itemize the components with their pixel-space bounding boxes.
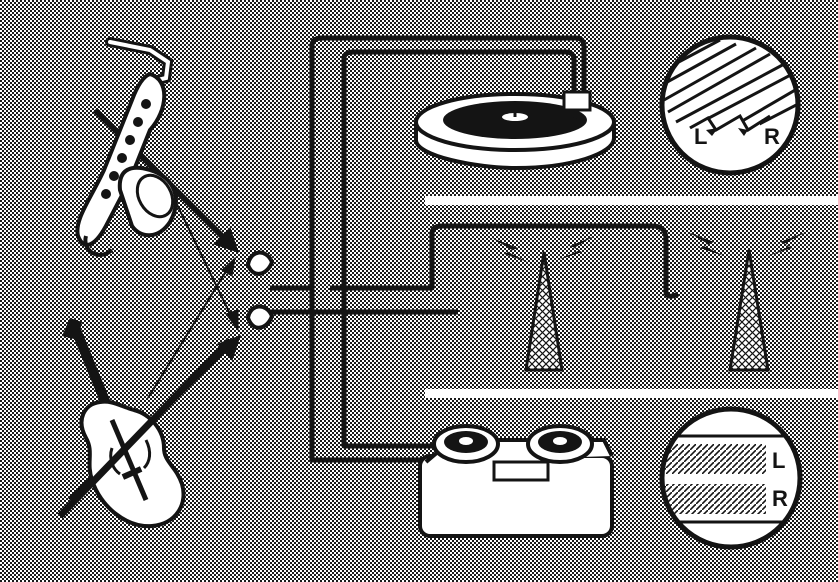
tape-right-label: R [772,486,788,511]
tape-recorder-icon [420,426,612,536]
divider-lower [425,389,838,398]
groove-right-label: R [764,124,780,149]
tape-left-label: L [772,448,785,473]
divider-upper [425,196,838,205]
groove-left-label: L [694,124,707,149]
tape-track-magnifier-icon [660,409,802,547]
turntable-icon [416,92,614,168]
